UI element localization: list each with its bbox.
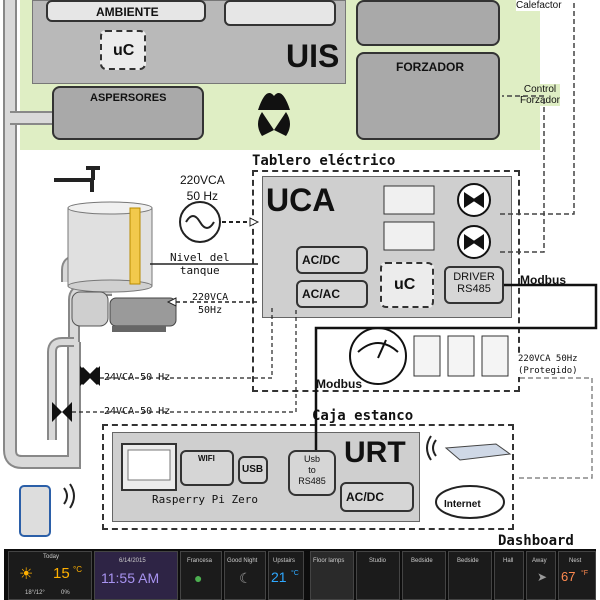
- calefactor-box: [356, 0, 500, 46]
- date-label: 6/14/2015: [119, 558, 146, 564]
- valve1-icon: [80, 366, 100, 386]
- wifi-label: WIFI: [198, 454, 215, 463]
- arrow-icon: ➤: [537, 570, 548, 584]
- uca-title: UCA: [266, 182, 336, 218]
- faucet-icon: [54, 166, 100, 192]
- nest-label: Nest: [569, 558, 582, 564]
- tablet-icon: [19, 485, 51, 537]
- modbus-right-label: Modbus: [520, 273, 566, 287]
- weather-temp-unit: °C: [73, 565, 82, 574]
- valve2-icon: [52, 402, 62, 422]
- uca-microcontroller: uC: [380, 262, 434, 308]
- luz-actuator: [224, 0, 336, 26]
- studio-tile[interactable]: Studio: [356, 551, 400, 600]
- upstairs-label: Upstairs: [273, 558, 296, 564]
- power-in-label: 220VCA 50 Hz: [180, 173, 225, 203]
- forzador-label: FORZADOR: [396, 60, 464, 74]
- ac-source-icon: [179, 201, 221, 243]
- time-label: 11:55 AM: [101, 570, 160, 586]
- pump-motor-icon: [71, 291, 177, 332]
- away-label: Away: [532, 558, 547, 564]
- uca-uc-label: uC: [394, 276, 416, 293]
- pipe-lower: [47, 337, 74, 440]
- rain-chance: 0%: [61, 590, 70, 596]
- uis-uc-label: uC: [113, 42, 135, 59]
- ambiente-label: AMBIENTE: [96, 5, 159, 19]
- protected-power-label: 220VCA 50Hz (Protegido): [518, 353, 578, 377]
- usb-port: USB: [238, 456, 268, 484]
- uis-title: UIS: [286, 38, 340, 74]
- ambiente-sensor: AMBIENTE: [46, 0, 206, 22]
- bedside1-tile[interactable]: Bedside: [402, 551, 446, 600]
- control-forzador-label: Control Forzador: [520, 84, 561, 106]
- protected-power-line: [516, 377, 593, 479]
- uca-acdc: AC/DC: [296, 246, 368, 274]
- weather-minmax: 18°/12°: [25, 590, 45, 596]
- today-label: Today: [43, 554, 60, 560]
- driver-label: DRIVER RS485: [453, 271, 495, 295]
- aspersores-box: ASPERSORES: [52, 86, 204, 140]
- driver-rs485: DRIVER RS485: [444, 266, 504, 304]
- nest-tile[interactable]: Nest 67 °F: [558, 551, 596, 600]
- good-night-label: Good Night: [227, 558, 258, 564]
- upstairs-temp: 21: [271, 569, 287, 585]
- internet-label: Internet: [444, 499, 481, 510]
- clock-tile[interactable]: 6/14/2015 11:55 AM: [94, 551, 178, 600]
- forzador-box: FORZADOR: [356, 52, 500, 140]
- tablero-title: Tablero eléctrico: [252, 153, 396, 169]
- wifi-module: WIFI: [180, 450, 234, 486]
- floor-lamps-label: Floor lamps: [313, 558, 345, 564]
- caja-estanco: [102, 424, 514, 530]
- tank-icon: [67, 201, 153, 293]
- uca-acac: AC/AC: [296, 280, 368, 308]
- away-tile[interactable]: Away ➤: [526, 551, 556, 600]
- hall-label: Hall: [503, 558, 514, 564]
- valve2-power-label: 24VCA 50 Hz: [104, 406, 171, 417]
- tablet-signal-icon: [63, 483, 75, 509]
- nest-unit: °F: [581, 570, 589, 577]
- caja-title: Caja estanco: [312, 408, 414, 424]
- urt-acdc: AC/DC: [340, 482, 414, 512]
- pipe-pump: [68, 284, 112, 342]
- sun-icon: ☀: [19, 566, 34, 583]
- dashboard-title: Dashboard: [498, 533, 574, 549]
- francesa-tile[interactable]: Francesa ●: [180, 551, 222, 600]
- weather-tile[interactable]: Today ☀ 15 °C 18°/12° 0%: [8, 551, 92, 600]
- bedside1-label: Bedside: [411, 558, 433, 564]
- studio-label: Studio: [369, 558, 387, 564]
- calefactor-label: Calefactor: [516, 0, 562, 11]
- pump-power-label: 220VCA 50Hz: [192, 292, 229, 316]
- usb-to-rs485: Usb to RS485: [288, 450, 336, 496]
- urt-title: URT: [344, 436, 406, 469]
- upstairs-tile[interactable]: Upstairs 21 °C: [268, 551, 304, 600]
- uca-acac-label: AC/AC: [302, 287, 340, 301]
- nivel-tanque-label: Nivel del tanque: [170, 251, 230, 277]
- bedside2-label: Bedside: [457, 558, 479, 564]
- moon-icon: ☾: [239, 570, 252, 586]
- valve1-power-label: 24VCA 50 Hz: [104, 372, 171, 383]
- uca-acdc-label: AC/DC: [302, 253, 340, 267]
- floor-lamps-tile[interactable]: Floor lamps: [310, 551, 354, 600]
- francesa-label: Francesa: [187, 558, 213, 564]
- bedside2-tile[interactable]: Bedside: [448, 551, 492, 600]
- uis-microcontroller: uC: [100, 30, 146, 70]
- usb-rs485-label: Usb to RS485: [298, 454, 326, 486]
- pipe-tank-loop: [61, 255, 90, 282]
- usb-label: USB: [242, 464, 264, 475]
- raspberry-label: Rasperry Pi Zero: [152, 493, 258, 506]
- modbus-bottom-label: Modbus: [316, 377, 362, 391]
- weather-temp: 15: [53, 565, 70, 582]
- aspersores-label: ASPERSORES: [90, 92, 167, 104]
- upstairs-unit: °C: [291, 570, 299, 577]
- nest-temp: 67: [561, 569, 576, 584]
- urt-acdc-label: AC/DC: [346, 490, 384, 504]
- good-night-tile[interactable]: Good Night ☾: [224, 551, 266, 600]
- hall-tile[interactable]: Hall: [494, 551, 524, 600]
- person-icon: ●: [194, 570, 203, 586]
